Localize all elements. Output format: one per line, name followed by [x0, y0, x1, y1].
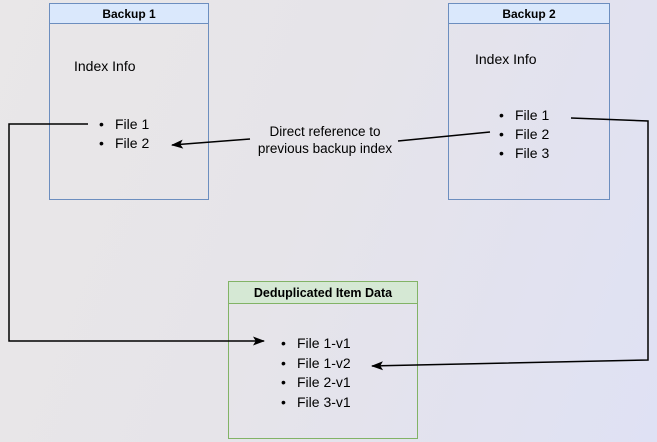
file-item: File 1 [499, 106, 549, 125]
backup1-box: Backup 1 [49, 3, 209, 200]
dedup-box: Deduplicated Item Data [228, 281, 418, 439]
dedup-header: Deduplicated Item Data [229, 282, 417, 304]
file-item: File 2 [499, 125, 549, 144]
backup1-header: Backup 1 [50, 4, 208, 24]
backup2-file-list: File 1 File 2 File 3 [499, 106, 549, 163]
file-item: File 1-v2 [281, 354, 351, 374]
file-item: File 3-v1 [281, 393, 351, 413]
backup2-title: Backup 2 [502, 6, 556, 21]
backup2-index-info-label: Index Info [475, 51, 537, 67]
file-item: File 1-v1 [281, 334, 351, 354]
dedup-title: Deduplicated Item Data [253, 285, 393, 300]
file-item: File 2 [99, 134, 149, 153]
backup1-file-list: File 1 File 2 [99, 115, 149, 153]
dedup-file-list: File 1-v1 File 1-v2 File 2-v1 File 3-v1 [281, 334, 351, 413]
backup2-box: Backup 2 [448, 3, 610, 200]
backup1-index-info-label: Index Info [74, 58, 136, 74]
annotation-line2: previous backup index [257, 141, 393, 156]
backup1-title: Backup 1 [102, 6, 156, 21]
file-item: File 2-v1 [281, 373, 351, 393]
annotation-direct-reference: Direct reference to previous backup inde… [240, 123, 410, 157]
file-item: File 3 [499, 144, 549, 163]
backup2-header: Backup 2 [449, 4, 609, 24]
file-item: File 1 [99, 115, 149, 134]
annotation-line1: Direct reference to [269, 124, 381, 139]
